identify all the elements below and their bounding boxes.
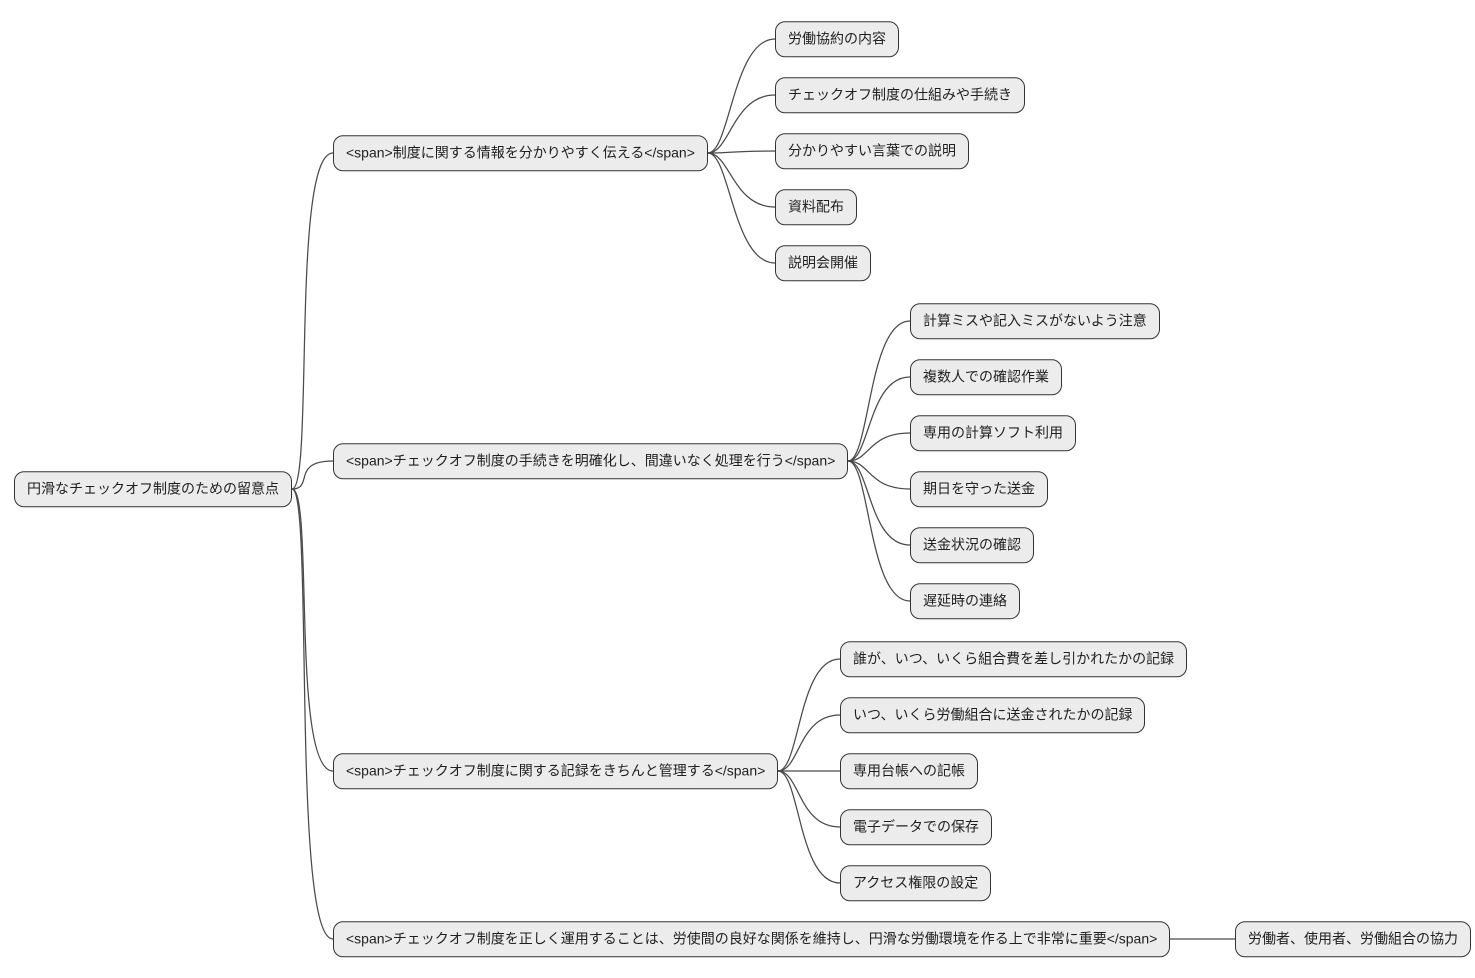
mindmap-leaf-node: 労働協約の内容 — [775, 21, 899, 57]
mindmap-branch-node: <span>チェックオフ制度を正しく運用することは、労使間の良好な関係を維持し、… — [333, 921, 1171, 957]
edge-connector — [291, 488, 334, 772]
mindmap-leaf-node: 電子データでの保存 — [840, 809, 992, 845]
edge-connector — [707, 94, 776, 154]
mindmap-leaf-node: 期日を守った送金 — [910, 471, 1048, 507]
mindmap-branch-node: <span>制度に関する情報を分かりやすく伝える</span> — [333, 135, 708, 171]
edge-connector — [707, 150, 776, 154]
mindmap-branch-node: <span>チェックオフ制度に関する記録をきちんと管理する</span> — [333, 753, 779, 789]
edge-connector — [291, 488, 334, 940]
edge-connector — [707, 152, 776, 264]
edge-connector — [291, 152, 334, 490]
edge-connector — [847, 320, 911, 462]
mindmap-leaf-node: 誰が、いつ、いくら組合費を差し引かれたかの記録 — [840, 641, 1188, 677]
mindmap-leaf-node: チェックオフ制度の仕組みや手続き — [775, 77, 1025, 113]
mindmap-leaf-node: 送金状況の確認 — [910, 527, 1034, 563]
mindmap-leaf-node: 分かりやすい言葉での説明 — [775, 133, 969, 169]
edge-connector — [777, 714, 841, 772]
mindmap-leaf-node: 専用台帳への記帳 — [840, 753, 978, 789]
edge-connector — [777, 770, 841, 828]
edge-connector — [847, 460, 911, 602]
mindmap-leaf-node: 労働者、使用者、労働組合の協力 — [1235, 921, 1471, 957]
mindmap-leaf-node: アクセス権限の設定 — [840, 865, 992, 901]
edge-connector — [847, 460, 911, 490]
edge-connector — [847, 376, 911, 462]
edge-connector — [291, 460, 334, 490]
mindmap-branch-node: <span>チェックオフ制度の手続きを明確化し、間違いなく処理を行う</span… — [333, 443, 849, 479]
mindmap-leaf-node: 計算ミスや記入ミスがないよう注意 — [910, 303, 1160, 339]
mindmap-leaf-node: 資料配布 — [775, 189, 857, 225]
mindmap-root-node: 円滑なチェックオフ制度のための留意点 — [14, 471, 292, 507]
edge-connector — [777, 770, 841, 884]
edge-connector — [847, 460, 911, 546]
mindmap-leaf-node: 専用の計算ソフト利用 — [910, 415, 1076, 451]
edge-connector — [707, 152, 776, 208]
mindmap-leaf-node: 遅延時の連絡 — [910, 583, 1020, 619]
edge-connector — [847, 432, 911, 462]
mindmap-leaf-node: 説明会開催 — [775, 245, 871, 281]
mindmap-leaf-node: いつ、いくら労働組合に送金されたかの記録 — [840, 697, 1146, 733]
mindmap-leaf-node: 複数人での確認作業 — [910, 359, 1062, 395]
edge-connector — [707, 38, 776, 154]
edge-connector — [777, 658, 841, 772]
